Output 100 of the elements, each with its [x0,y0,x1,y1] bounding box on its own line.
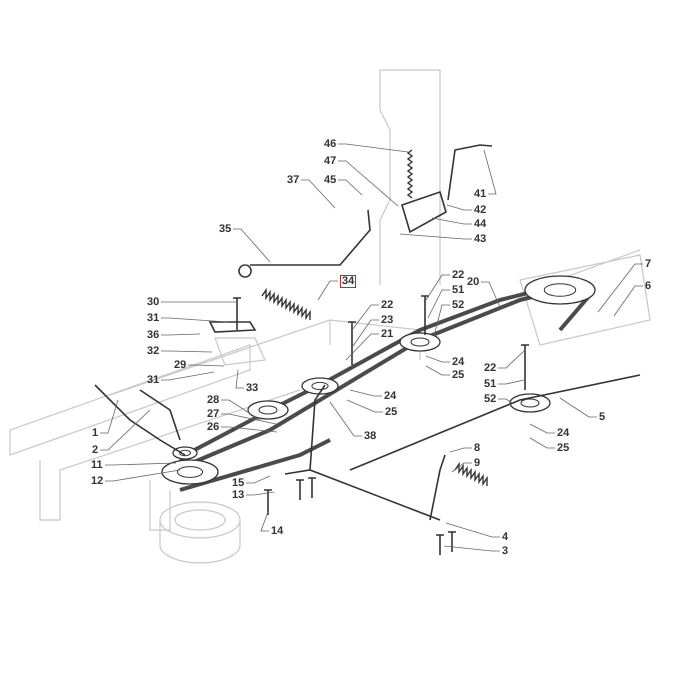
callout-number: 43 [474,232,486,246]
callout-number: 45 [324,174,336,186]
callout-number: 5 [599,410,606,424]
leader-line [220,414,276,424]
leader-line [338,144,408,152]
leader-line [598,264,644,312]
leader-line [188,364,224,366]
callout-number: 4 [502,530,508,544]
leader-line [100,400,118,434]
callout-number: 1 [92,426,98,440]
leader-line [560,398,598,418]
callout-number: 34 [340,274,356,288]
leader-line [338,160,398,206]
leader-line [484,150,497,194]
leader-line [246,476,270,484]
callout-number: 8 [474,442,480,454]
callout-number: 35 [219,222,232,236]
leader-line [300,180,336,208]
leader-line [446,522,500,538]
callout-number: 24 [557,426,570,440]
callout-number: 51 [452,284,464,296]
callout-number: 6 [645,280,652,292]
callout-number: 9 [474,456,480,470]
callout-number: 47 [324,154,336,168]
callout-number: 14 [271,524,284,538]
leader-line [434,304,450,336]
callout-number: 23 [381,314,394,326]
callout-number: 33 [246,382,258,394]
leader-line [444,546,500,552]
callout-number: 42 [474,204,486,216]
leader-line [160,372,214,380]
leader-line [428,290,450,318]
callout-number: 13 [232,488,244,502]
leader-line [100,410,150,450]
callout-number: 24 [384,390,396,402]
leader-line [220,400,260,420]
leader-line [530,438,556,448]
leader-line [614,286,644,316]
leader-line [432,218,472,224]
callout-number: 37 [287,174,300,186]
leader-line [426,274,450,300]
leader-line [352,320,380,346]
callout-number: 38 [364,430,376,442]
callout-number: 32 [147,344,160,358]
callout-number: 41 [474,188,486,200]
callout-number: 21 [381,328,394,340]
leader-line [330,402,362,436]
leader-line [318,280,338,300]
leader-line [232,228,270,262]
callout-number: 26 [207,420,220,434]
leader-line [104,470,180,482]
leader-line [498,398,514,404]
leader-line [236,370,244,388]
leader-line [426,366,450,376]
leader-line [260,512,270,532]
callout-number: 24 [452,356,464,368]
callout-number: 20 [467,276,480,288]
leader-line [400,234,472,240]
leader-line [346,400,384,412]
leader-line [160,334,200,336]
callout-number: 25 [385,406,398,418]
callout-number: 51 [484,378,496,390]
leader-line [452,462,472,472]
leader-line [220,426,278,432]
callout-number: 11 [91,458,103,472]
callout-number: 36 [147,328,160,342]
callout-number: 30 [147,296,160,308]
leader-line [160,318,228,322]
leader-line [450,448,472,452]
callout-number: 27 [207,408,220,420]
callout-number: 29 [174,358,186,372]
leader-line [446,204,472,210]
callout-number: 22 [381,298,394,312]
callout-number: 31 [147,374,160,386]
leader-line [104,462,176,466]
leader-line [498,350,526,368]
callout-number: 12 [91,474,104,488]
leader-line [426,356,450,362]
callout-number: 44 [474,218,486,230]
leader-line [350,390,382,396]
callout-number: 46 [324,138,336,150]
leader-line [480,282,500,308]
leader-line [346,334,380,360]
callout-number: 22 [484,362,496,374]
callout-number: 31 [147,312,160,324]
callout-number: 25 [452,368,464,382]
callout-number: 52 [484,392,496,406]
callout-number: 52 [452,298,464,312]
leader-line [160,350,212,352]
callout-number: 22 [452,268,464,282]
callout-number: 7 [645,258,652,270]
callout-number: 25 [557,442,570,454]
leader-line [352,304,380,330]
leader-line [246,492,274,496]
callout-number: 15 [232,476,244,490]
leader-line [338,180,362,196]
leader-line [530,424,556,434]
leader-line [498,380,524,384]
callout-number: 28 [207,394,220,406]
callout-number: 3 [502,544,508,558]
